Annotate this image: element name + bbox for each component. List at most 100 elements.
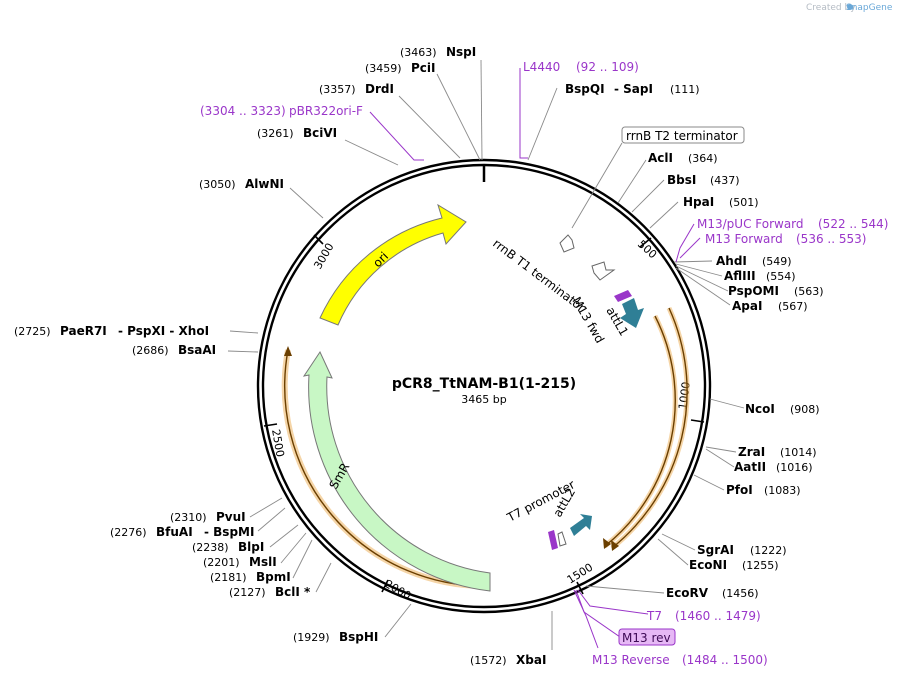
enzyme-alwni-name: AlwNI: [245, 177, 284, 191]
primer-m13reverse-range: (1484 .. 1500): [682, 653, 768, 667]
backbone-outer: [256, 158, 712, 614]
snapgene-brand: SnapGene: [846, 3, 893, 13]
enzyme-pcii-pos: (3459): [365, 62, 402, 75]
insert-arrowhead-outer: [611, 540, 619, 551]
enzyme-xbai-pos: (1572): [470, 654, 507, 667]
enzyme-pspomi-name: PspOMI: [728, 284, 779, 298]
tick-label-3000: 3000: [311, 241, 336, 272]
primer-leader-lines: [369, 68, 701, 649]
plasmid-length: 3465 bp: [461, 393, 506, 406]
tick-label-2000: 2000: [383, 577, 414, 602]
rrnb-t2-terminator-arrow: [559, 234, 575, 253]
primer-t7-name: T7: [646, 609, 662, 623]
rrnb-t2-terminator-label: rrnB T2 terminator: [626, 129, 738, 143]
primer-pbr322ori-name: pBR322ori-F: [289, 104, 363, 118]
enzyme-ncoi-name: NcoI: [745, 402, 775, 416]
enzyme-xbai-name: XbaI: [516, 653, 546, 667]
enzyme-drdi-name: DrdI: [365, 82, 394, 96]
enzyme-hpai-name: HpaI: [683, 195, 714, 209]
enzyme-acli-name: AclI: [648, 151, 673, 165]
enzyme-hpai-pos: (501): [729, 196, 759, 209]
enzyme-bcli-pos: (2127): [229, 586, 266, 599]
primer-pbr322ori-range: (3304 .. 3323): [200, 104, 286, 118]
primer-t7-range: (1460 .. 1479): [675, 609, 761, 623]
enzyme-blpi-name: BlpI: [238, 540, 264, 554]
attl2-feature-arrow: [570, 514, 592, 536]
ori-feature-arrow: [319, 203, 467, 326]
enzyme-paer7i-extra: - PspXI - XhoI: [118, 324, 209, 338]
primer-m13puc-range: (522 .. 544): [818, 217, 888, 231]
enzyme-bfuai-pos: (2276): [110, 526, 147, 539]
enzyme-bsaai-pos: (2686): [132, 344, 169, 357]
tick-label-500: 500: [635, 238, 659, 262]
enzyme-msli-pos: (2201): [203, 556, 240, 569]
enzyme-bspqi-pos: (111): [670, 83, 700, 96]
enzyme-ahdi-name: AhdI: [716, 254, 747, 268]
primer-l4440-range: (92 .. 109): [576, 60, 639, 74]
primer-m13fwd-name: M13 Forward: [705, 232, 783, 246]
enzyme-bsphi-pos: (1929): [293, 631, 330, 644]
enzyme-afliii-name: AflIII: [724, 269, 756, 283]
m13-rev-primer-mark: [548, 530, 558, 550]
enzyme-drdi-pos: (3357): [319, 83, 356, 96]
enzyme-alwni-pos: (3050): [199, 178, 236, 191]
m13-fwd-label: M13 fwd: [569, 295, 607, 346]
enzyme-ahdi-pos: (549): [762, 255, 792, 268]
enzyme-zrai-name: ZraI: [738, 445, 765, 459]
m13-fwd-primer-arrow: [614, 290, 632, 302]
enzyme-bfuai-extra: - BspMI: [204, 525, 254, 539]
enzyme-econi-pos: (1255): [742, 559, 779, 572]
enzyme-apai-name: ApaI: [732, 299, 762, 313]
enzyme-bpmi-pos: (2181): [210, 571, 247, 584]
enzyme-ecorv-pos: (1456): [722, 587, 759, 600]
backbone-inner: [261, 163, 707, 609]
smr-feature-arrow: [302, 350, 491, 592]
insert-arc-left: [284, 349, 491, 587]
enzyme-paer7i-pos: (2725): [14, 325, 51, 338]
primer-m13rev-name: M13 rev: [622, 631, 671, 645]
tick-label-1000: 1000: [676, 381, 693, 411]
primer-m13fwd-range: (536 .. 553): [796, 232, 866, 246]
enzyme-pvui-pos: (2310): [170, 511, 207, 524]
enzyme-bspqi-name: BspQI: [565, 82, 605, 96]
enzyme-sgrai-name: SgrAI: [697, 543, 734, 557]
enzyme-bfuai-name: BfuAI: [156, 525, 193, 539]
enzyme-bspqi-extra: - SapI: [614, 82, 653, 96]
rrnb-t2-leader: [571, 142, 623, 229]
insert-arc-right-outer-halo: [610, 306, 690, 550]
primer-m13puc-name: M13/pUC Forward: [697, 217, 804, 231]
enzyme-ecorv-name: EcoRV: [666, 586, 709, 600]
insert-arc-right: [604, 315, 676, 547]
enzyme-aatii-name: AatII: [734, 460, 766, 474]
enzyme-nspi-name: NspI: [446, 45, 476, 59]
t7-promoter-arrow: [557, 531, 567, 547]
enzyme-bpmi-name: BpmI: [256, 570, 291, 584]
position-ticks: [263, 234, 705, 595]
insert-arrowhead-left: [284, 346, 292, 356]
credit-prefix: Created by: [806, 3, 856, 13]
rrnb-t2-terminator-box: [621, 126, 745, 144]
primer-m13reverse-name: M13 Reverse: [592, 653, 670, 667]
insert-arc-right-outer: [611, 307, 688, 549]
primer-l4440-name: L4440: [523, 60, 560, 74]
enzyme-acli-pos: (364): [688, 152, 718, 165]
snapgene-logo-icon: [847, 4, 853, 10]
enzyme-pvui-name: PvuI: [216, 510, 246, 524]
enzyme-pfoi-name: PfoI: [726, 483, 753, 497]
enzyme-zrai-pos: (1014): [780, 446, 817, 459]
enzyme-bcivi-name: BciVI: [303, 126, 337, 140]
enzyme-bbsi-pos: (437): [710, 174, 740, 187]
plasmid-name: pCR8_TtNAM-B1(1-215): [392, 376, 576, 392]
enzyme-bcivi-pos: (3261): [257, 127, 294, 140]
enzyme-sgrai-pos: (1222): [750, 544, 787, 557]
enzyme-pspomi-pos: (563): [794, 285, 824, 298]
enzyme-apai-pos: (567): [778, 300, 808, 313]
enzyme-nspi-pos: (3463): [400, 46, 437, 59]
enzyme-pfoi-pos: (1083): [764, 484, 801, 497]
enzyme-ncoi-pos: (908): [790, 403, 820, 416]
enzyme-blpi-pos: (2238): [192, 541, 229, 554]
tick-label-2500: 2500: [269, 428, 287, 458]
enzyme-econi-name: EcoNI: [689, 558, 727, 572]
enzyme-bsaai-name: BsaAI: [178, 343, 216, 357]
enzyme-afliii-pos: (554): [766, 270, 796, 283]
